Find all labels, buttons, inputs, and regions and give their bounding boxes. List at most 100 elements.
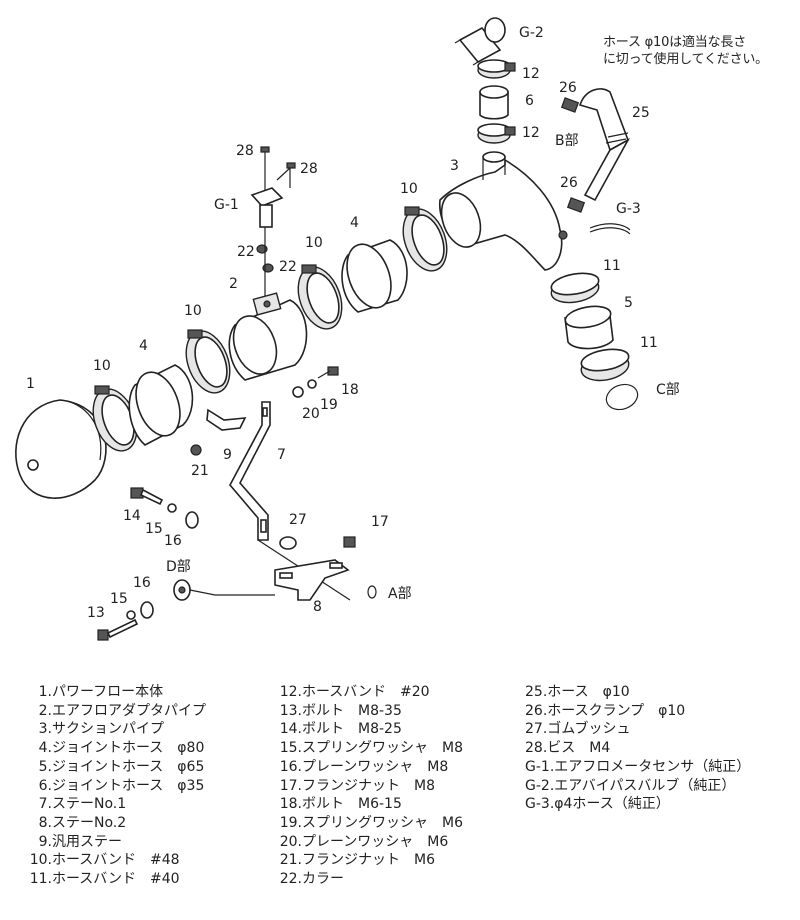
suction-pipe (439, 151, 568, 271)
legend-item-name: ジョイントホース φ80 (52, 740, 205, 757)
legend-item-number: 6 (22, 777, 52, 796)
airflow-meter-sensor (250, 150, 291, 228)
callout-b-part: B部 (555, 133, 579, 149)
callout-a-part: A部 (388, 586, 412, 602)
legend-item-name: ボルト M8-25 (302, 721, 402, 738)
legend-item-name: プレーンワッシャ M6 (302, 833, 449, 850)
callout-c-part: C部 (656, 382, 680, 398)
legend-item: 10ホースバンド #48 (22, 851, 206, 870)
legend-item: 15スプリングワッシャ M8 (275, 739, 463, 758)
callout-27: 27 (289, 512, 307, 528)
callout-11a: 11 (603, 258, 621, 274)
legend-item-name: プレーンワッシャ M8 (302, 758, 449, 775)
legend-item-number: 26 (525, 702, 547, 721)
legend-item-number: 5 (22, 758, 52, 777)
airflow-adapter-pipe (228, 292, 308, 381)
hose-band-40-a (550, 272, 600, 304)
legend-item-number: 4 (22, 739, 52, 758)
callout-15a: 15 (145, 521, 163, 537)
callout-15b: 15 (110, 591, 128, 607)
air-bypass-valve (454, 17, 506, 66)
callout-28a: 28 (236, 143, 254, 159)
exploded-parts-diagram: 1 2 3 4 4 5 6 7 8 9 10 10 10 10 11 11 12… (15, 17, 680, 641)
callout-12b: 12 (522, 125, 540, 141)
joint-hose-80-b (341, 239, 408, 313)
legend-item-name: ステーNo.2 (52, 814, 127, 831)
parts-legend-column-2: 12ホースバンド #2013ボルト M8-3514ボルト M8-2515スプリン… (275, 683, 463, 889)
legend-item: 18ボルト M6-15 (275, 795, 463, 814)
legend-item-name: スプリングワッシャ M8 (302, 740, 463, 757)
legend-item: 17フランジナット M8 (275, 777, 463, 796)
callout-4b: 4 (350, 215, 359, 231)
hose-note: ホース φ10は適当な長さ に切って使用してください。 (603, 34, 793, 68)
callout-10d: 10 (400, 181, 418, 197)
fasteners (97, 366, 356, 641)
legend-item-number: 18 (275, 795, 302, 814)
legend-item-number: 14 (275, 720, 302, 739)
legend-item-number: G-3 (525, 795, 554, 814)
stay-no2 (189, 559, 377, 601)
hose-clamp-phi10-a (560, 97, 580, 113)
legend-item: 27ゴムブッシュ (525, 720, 750, 739)
legend-item-name: ステーNo.1 (52, 796, 127, 813)
legend-item: 5ジョイントホース φ65 (22, 758, 206, 777)
legend-item: 7ステーNo.1 (22, 795, 206, 814)
legend-item: 1パワーフロー本体 (22, 683, 206, 702)
callout-10c: 10 (305, 235, 323, 251)
hose-band-2 (185, 329, 231, 394)
legend-item-name: ホースバンド #48 (52, 852, 180, 869)
screw-m4 (260, 146, 296, 169)
legend-item: 28ビス M4 (525, 739, 750, 758)
hose-phi10 (578, 88, 631, 202)
legend-item-name: ボルト M8-35 (302, 702, 402, 719)
callout-12a: 12 (522, 66, 540, 82)
detail-c-ring (605, 383, 639, 411)
legend-item-number: 9 (22, 833, 52, 852)
legend-item: G-2エアバイパスバルブ（純正） (525, 777, 750, 796)
callout-3: 3 (450, 158, 459, 174)
phi4-hose (589, 223, 631, 235)
legend-item: 8ステーNo.2 (22, 814, 206, 833)
callout-8: 8 (313, 599, 322, 615)
callout-g1: G-1 (214, 197, 239, 213)
legend-item-name: ホースバンド #40 (52, 871, 180, 888)
callout-10a: 10 (93, 358, 111, 374)
legend-item: 21フランジナット M6 (275, 851, 463, 870)
callout-11b: 11 (640, 335, 658, 351)
legend-item: 4ジョイントホース φ80 (22, 739, 206, 758)
callout-16a: 16 (164, 533, 182, 549)
legend-item: 2エアフロアダプタパイプ (22, 702, 206, 721)
note-line-2: に切って使用してください。 (603, 52, 768, 67)
legend-item-number: 20 (275, 833, 302, 852)
parts-legend-column-3: 25ホース φ1026ホースクランプ φ1027ゴムブッシュ28ビス M4G-1… (525, 683, 750, 814)
callout-22a: 22 (237, 244, 255, 260)
legend-item: G-1エアフロメータセンサ（純正） (525, 758, 750, 777)
legend-item-name: ボルト M6-15 (302, 796, 402, 813)
legend-item-number: 8 (22, 814, 52, 833)
legend-item-number: 3 (22, 720, 52, 739)
collar (256, 227, 274, 296)
callout-7: 7 (277, 447, 286, 463)
parts-legend-column-1: 1パワーフロー本体2エアフロアダプタパイプ3サクションパイプ4ジョイントホース … (22, 683, 206, 889)
legend-item-number: 10 (22, 851, 52, 870)
joint-hose-35 (479, 85, 509, 120)
legend-item-number: 16 (275, 758, 302, 777)
legend-item-number: 21 (275, 851, 302, 870)
legend-item: 20プレーンワッシャ M6 (275, 833, 463, 852)
legend-item-number: 25 (525, 683, 547, 702)
callout-26b: 26 (560, 175, 578, 191)
legend-item-number: 28 (525, 739, 547, 758)
legend-item-name: スプリングワッシャ M6 (302, 814, 463, 831)
legend-item-name: 汎用ステー (52, 833, 122, 850)
legend-item: 19スプリングワッシャ M6 (275, 814, 463, 833)
callout-19: 19 (320, 397, 338, 413)
legend-item-name: ホース φ10 (547, 684, 630, 700)
legend-item-name: ゴムブッシュ (547, 721, 631, 738)
legend-item-name: サクションパイプ (52, 721, 164, 738)
callout-18: 18 (341, 382, 359, 398)
legend-item-name: ジョイントホース φ35 (52, 777, 205, 794)
legend-item: 16プレーンワッシャ M8 (275, 758, 463, 777)
legend-item: 9汎用ステー (22, 833, 206, 852)
legend-item-name: パワーフロー本体 (52, 684, 164, 700)
legend-item-name: エアフロアダプタパイプ (52, 702, 206, 719)
